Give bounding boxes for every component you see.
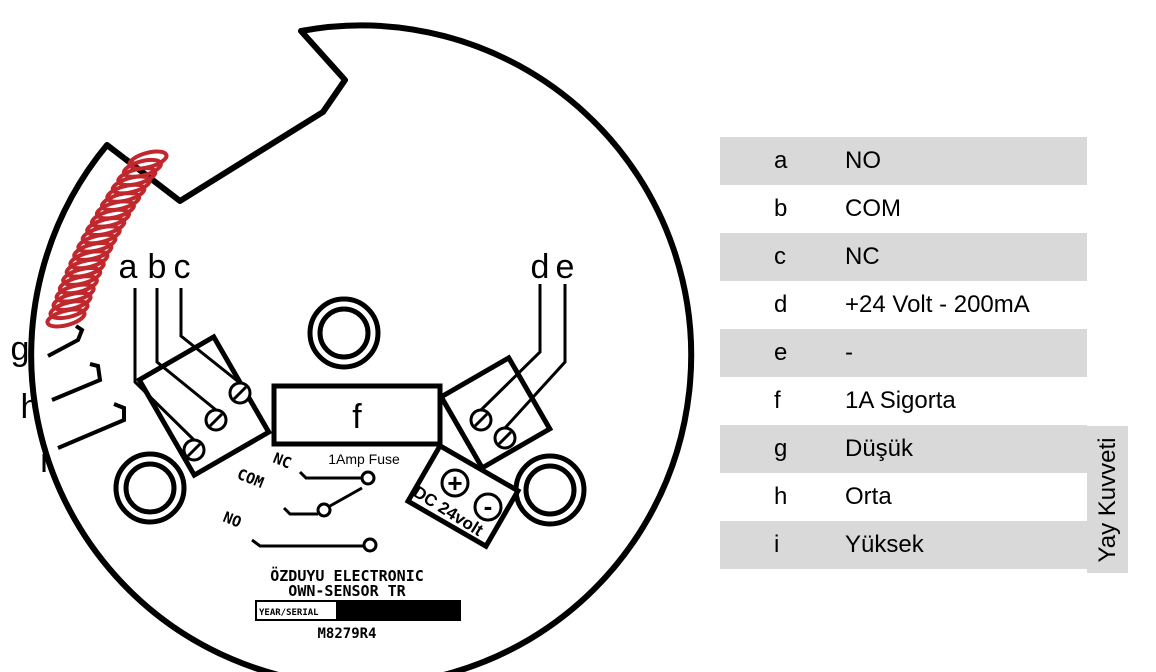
legend-value: 1A Sigorta xyxy=(845,387,956,414)
legend-value: Düşük xyxy=(845,435,914,462)
hook-g xyxy=(47,324,85,358)
serial-label: YEAR/SERIAL xyxy=(259,608,319,618)
power-plus-sign: + xyxy=(447,468,462,498)
terminal-screws-de xyxy=(469,408,517,450)
fuse-caption: 1Amp Fuse xyxy=(328,451,400,467)
legend-value: - xyxy=(845,339,853,366)
label-b: b xyxy=(148,248,167,286)
legend-row: e - xyxy=(720,329,1087,377)
minus-terminal-icon xyxy=(473,492,503,522)
plus-terminal-icon xyxy=(440,468,470,498)
label-d: d xyxy=(531,248,550,286)
legend-row: h Orta xyxy=(720,473,1087,521)
legend-value: NO xyxy=(845,147,881,174)
label-c: c xyxy=(174,248,191,286)
label-i: i xyxy=(40,442,48,480)
mounting-hole-top xyxy=(307,296,381,370)
spring-coil xyxy=(45,149,169,329)
switch-contacts xyxy=(251,470,378,553)
terminal-block-de xyxy=(437,354,554,472)
legend-row: c NC xyxy=(720,233,1087,281)
terminal-screws-abc xyxy=(182,381,252,462)
label-e: e xyxy=(556,248,575,286)
label-h: h xyxy=(21,388,40,426)
wires-de xyxy=(479,284,567,430)
legend-key: h xyxy=(774,483,788,510)
legend-row: b COM xyxy=(720,185,1087,233)
legend-row: d +24 Volt - 200mA xyxy=(720,281,1087,329)
legend-key: c xyxy=(774,243,786,270)
legend-key: g xyxy=(774,435,788,462)
legend-value: Yüksek xyxy=(845,531,924,558)
legend-table: a NO b COM c NC d +24 Volt - 200mA e - f… xyxy=(720,137,1087,569)
legend-row: a NO xyxy=(720,137,1087,185)
spring-force-group: Yay Kuvveti xyxy=(1087,426,1128,573)
power-minus-sign: - xyxy=(484,491,493,521)
spring-icon xyxy=(45,149,169,329)
fuse-body xyxy=(271,383,443,447)
hook-h xyxy=(51,362,103,402)
legend-value: +24 Volt - 200mA xyxy=(845,291,1030,318)
legend-row: i Yüksek xyxy=(720,521,1087,569)
wiring-diagram: a b c d e f g h i 1Amp Fuse NC COM NO + … xyxy=(11,22,695,672)
legend-row: g Düşük xyxy=(720,425,1087,473)
legend-key: a xyxy=(774,147,788,174)
label-f: f xyxy=(352,398,362,436)
serial-bar xyxy=(336,601,460,620)
manufacturer-line1: ÖZDUYU ELECTRONIC xyxy=(270,566,424,585)
legend-key: f xyxy=(774,387,781,414)
hook-i xyxy=(57,402,126,450)
legend-value: Orta xyxy=(845,483,892,510)
spring-hooks xyxy=(47,324,126,450)
wires-abc xyxy=(133,288,241,442)
model-number: M8279R4 xyxy=(317,626,376,642)
switch-label-no: NO xyxy=(221,508,244,531)
legend-key: b xyxy=(774,195,788,222)
switch-label-nc: NC xyxy=(271,449,294,472)
legend-key: i xyxy=(774,531,780,558)
legend-row: f 1A Sigorta xyxy=(720,377,1087,425)
legend-value: COM xyxy=(845,195,901,222)
legend-key: e xyxy=(774,339,788,366)
spring-force-label: Yay Kuvveti xyxy=(1093,437,1121,562)
mounting-hole-left xyxy=(113,451,187,525)
legend-value: NC xyxy=(845,243,880,270)
manufacturer-line2: OWN-SENSOR TR xyxy=(288,582,406,600)
label-g: g xyxy=(11,330,30,368)
label-a: a xyxy=(119,248,138,286)
legend-key: d xyxy=(774,291,788,318)
